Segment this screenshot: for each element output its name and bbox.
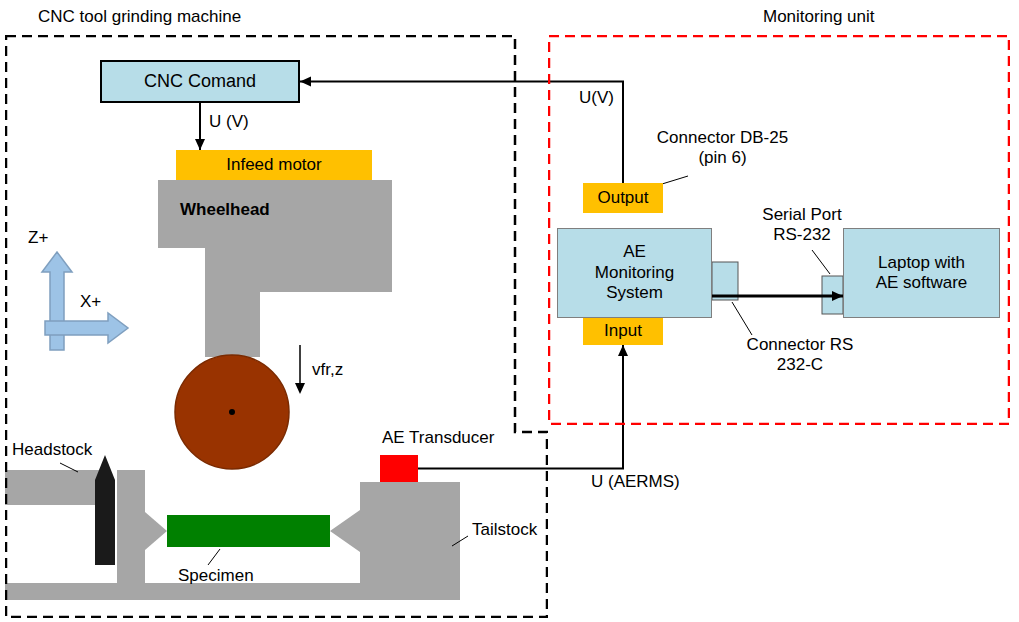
connector-line — [712, 295, 843, 298]
arrow-head — [300, 77, 311, 87]
signal-connector — [712, 291, 843, 301]
signal-label: U (AERMS) — [590, 472, 681, 492]
part-label: Tailstock — [472, 520, 537, 540]
leader-line — [60, 463, 78, 472]
leader-line — [452, 536, 468, 546]
wheelhead-body: Wheelhead — [158, 180, 392, 292]
laptop-box: Laptop with AE software — [843, 228, 1000, 318]
dashed-border — [549, 36, 1009, 424]
region-heading: Monitoring unit — [763, 7, 875, 27]
monitoring-system-box: AE Monitoring System — [557, 228, 712, 318]
leader-line — [208, 549, 220, 565]
connector-label: Connector DB-25 (pin 6) — [655, 128, 790, 169]
box-text: CNC Comand — [144, 71, 256, 93]
ae-transducer: AE Transducer — [380, 455, 418, 482]
headstock-post — [117, 470, 145, 585]
wheel-center — [229, 409, 235, 415]
cnc-control-box: CNC Comand — [100, 60, 300, 103]
dashed-border — [6, 36, 547, 617]
input-port: Input — [583, 318, 663, 345]
wheelhead-outline — [158, 180, 392, 292]
box-text: AE Monitoring System — [587, 242, 682, 303]
axis-label: Z+ — [28, 228, 48, 248]
arrow-head — [195, 139, 205, 150]
region-outline — [5, 35, 548, 618]
machine-region: CNC tool grinding machineCNC ComandInfee… — [5, 35, 548, 618]
axis-label: X+ — [80, 292, 101, 312]
signal-connector — [195, 103, 205, 150]
grinding-wheel — [175, 355, 289, 469]
machine-bed — [5, 583, 460, 600]
signal-label: U (V) — [208, 112, 250, 132]
region-heading: CNC tool grinding machine — [38, 7, 241, 27]
arrow-head — [832, 291, 843, 301]
leader-line — [662, 176, 688, 184]
infeed-motor-box: Infeed motor — [176, 150, 372, 180]
feed-arrow-head — [295, 383, 305, 394]
sensor-label: AE Transducer — [382, 428, 494, 448]
connector-label: Serial Port RS-232 — [752, 205, 852, 246]
headstock-block — [5, 470, 100, 505]
leader-line — [732, 302, 752, 335]
part-label: Headstock — [12, 440, 92, 460]
rs232-connector — [712, 262, 738, 300]
tailstock-body — [330, 482, 460, 583]
part-name: Wheelhead — [180, 200, 270, 220]
headstock-center — [145, 512, 167, 550]
driver-pin — [95, 455, 115, 565]
specimen-bar — [167, 515, 330, 547]
x-axis-arrow — [45, 313, 128, 343]
spindle — [205, 291, 260, 357]
feed-label: vfr,z — [312, 360, 343, 380]
wheelhead-shape — [158, 180, 392, 292]
connector-line — [418, 345, 623, 469]
signal-label: U(V) — [578, 88, 615, 108]
box-text: Output — [597, 188, 648, 208]
feed-arrow-line — [299, 345, 301, 384]
box-text: Laptop with AE software — [866, 253, 978, 294]
output-port: Output — [583, 183, 663, 213]
connector-label: Connector RS 232-C — [745, 335, 855, 376]
signal-connector — [418, 345, 628, 469]
box-text: Input — [604, 321, 642, 341]
part-label: Specimen — [178, 566, 254, 586]
arrow-head — [618, 345, 628, 356]
leader-line — [812, 250, 830, 274]
box-text: Infeed motor — [226, 155, 321, 175]
